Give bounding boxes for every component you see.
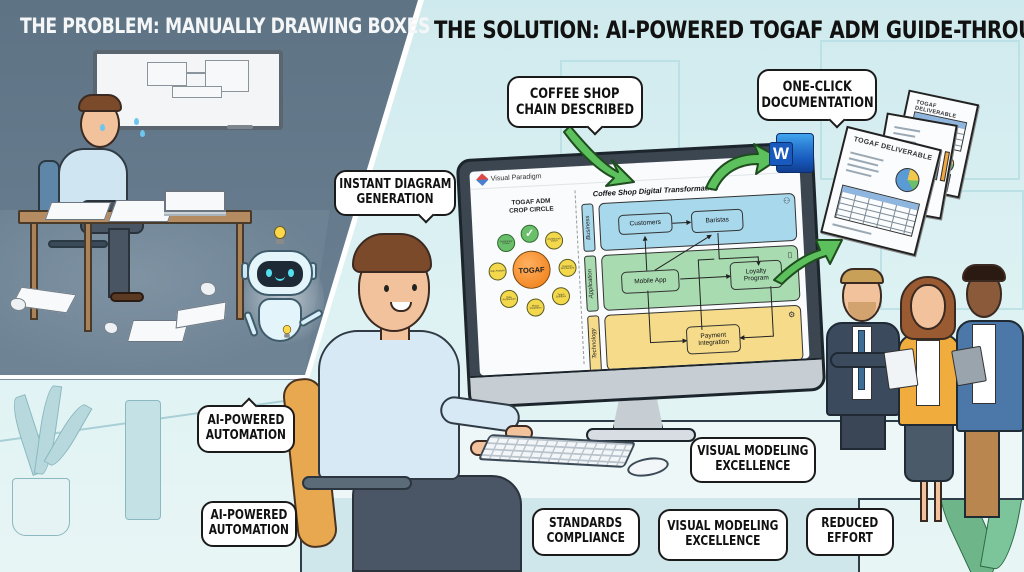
tablet bbox=[951, 345, 987, 387]
monitor: Visual Paradigm TOGAF ADM CROP CIRCLE Pr… bbox=[455, 140, 827, 410]
monitor-screen: Visual Paradigm TOGAF ADM CROP CIRCLE Pr… bbox=[469, 154, 810, 376]
crumpled-paper bbox=[10, 298, 26, 311]
problem-headline: THE PROBLEM: MANUALLY DRAWING BOXES bbox=[20, 14, 430, 38]
sketch-paper bbox=[44, 202, 112, 220]
arrow-to-screen-icon bbox=[563, 125, 635, 187]
lightbulb-icon bbox=[272, 226, 288, 246]
bubble-ai-automation: AI-POWERED AUTOMATION bbox=[197, 397, 295, 453]
paper-stack bbox=[164, 190, 226, 212]
bubble-instant-diagram: INSTANT DIAGRAM GENERATION bbox=[334, 170, 456, 224]
lightbulb-icon bbox=[281, 325, 292, 339]
tablet bbox=[883, 348, 919, 390]
diagram-connectors bbox=[642, 220, 774, 344]
bubble-reduced-effort: REDUCED EFFORT bbox=[806, 508, 894, 556]
node-payment-integration[interactable]: Payment Integration bbox=[685, 323, 742, 355]
bubble-visual-modeling: VISUAL MODELING EXCELLENCE bbox=[658, 509, 788, 561]
monitor-base bbox=[586, 428, 696, 442]
solution-headline: THE SOLUTION: AI-POWERED TOGAF ADM GUIDE… bbox=[434, 16, 1024, 44]
node-baristas[interactable]: Baristas bbox=[690, 208, 744, 234]
desk-leg bbox=[84, 222, 92, 332]
bubble-coffee-shop: COFFEE SHOP CHAIN DESCRIBED bbox=[507, 76, 643, 136]
bubble-ai-automation: AI-POWERED AUTOMATION bbox=[201, 501, 297, 547]
crumpled-paper bbox=[104, 322, 118, 334]
bubble-visual-modeling: VISUAL MODELING EXCELLENCE bbox=[690, 437, 816, 483]
bubble-one-click: ONE-CLICK DOCUMENTATION bbox=[757, 69, 877, 129]
desk-leg bbox=[30, 222, 38, 320]
crumpled-paper bbox=[200, 282, 216, 296]
node-customers[interactable]: Customers bbox=[617, 212, 673, 236]
whiteboard bbox=[93, 50, 283, 130]
word-icon[interactable]: W bbox=[769, 133, 814, 173]
bubble-standards-compliance: STANDARDS COMPLIANCE bbox=[532, 508, 640, 556]
node-mobile-app[interactable]: Mobile App bbox=[620, 269, 680, 295]
arrow-to-documents-icon bbox=[773, 239, 843, 285]
